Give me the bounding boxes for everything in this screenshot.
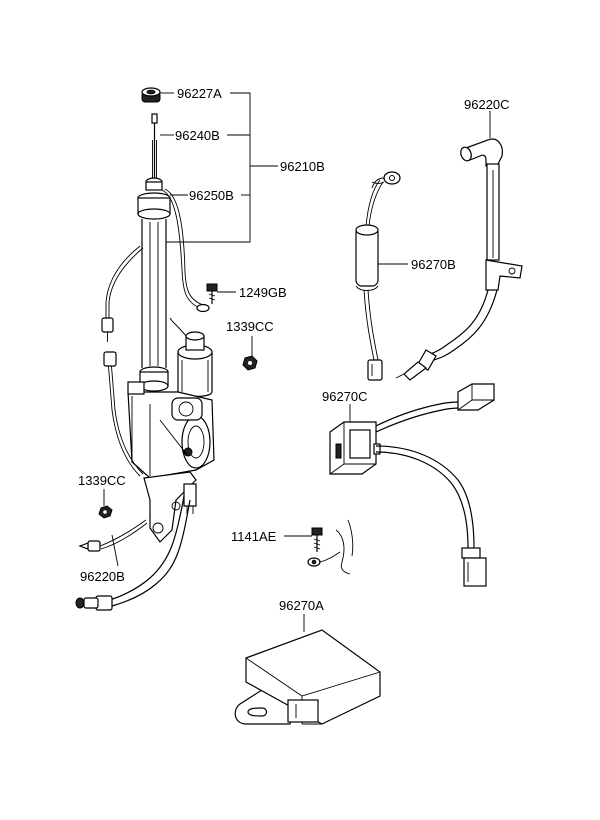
label-96210b: 96210B [280,159,325,174]
antenna-mast-part [151,113,158,178]
antenna-motor [169,317,213,398]
label-96220b: 96220B [80,569,125,584]
drain-wire [105,245,141,320]
label-96270c: 96270C [322,389,368,404]
label-96227a: 96227A [177,86,222,101]
label-96270a: 96270A [279,598,324,613]
ground-wire [161,189,201,309]
label-1339cc-left: 1339CC [78,473,126,488]
leader-lines-antenna [103,92,278,567]
label-1141ae: 1141AE [231,529,277,544]
label-1339cc-right: 1339CC [226,319,274,334]
feeder-cable-96220c [395,138,523,381]
wiring-harness-96270c [329,383,495,587]
jumper-cable-96270b [355,171,401,381]
label-96240b: 96240B [175,128,220,143]
label-96220c: 96220C [464,97,510,112]
label-96250b: 96250B [189,188,234,203]
cap-nut-part [141,87,161,103]
leader-lines-right-top [378,111,491,265]
mounting-bracket [143,471,197,543]
power-antenna-assembly [75,87,258,611]
part-number-labels: 96227A 96240B 96250B 96210B 1249GB 1339C… [78,86,510,613]
gear-housing [127,381,215,479]
label-1249gb: 1249GB [239,285,287,300]
lower-cable-connector [75,595,113,611]
antenna-top-fitting [137,177,171,220]
nut-1339cc-left-part [98,505,113,519]
control-module-96270a [234,629,381,725]
label-96270b: 96270B [411,257,456,272]
bolt-1141ae-part [307,519,354,575]
antenna-tube [139,219,169,392]
feeder-cable-plug [395,349,437,381]
nut-1339cc-right-part [242,355,258,371]
antenna-lead-plug [78,540,101,552]
bolt-1249gb-part [206,283,218,304]
